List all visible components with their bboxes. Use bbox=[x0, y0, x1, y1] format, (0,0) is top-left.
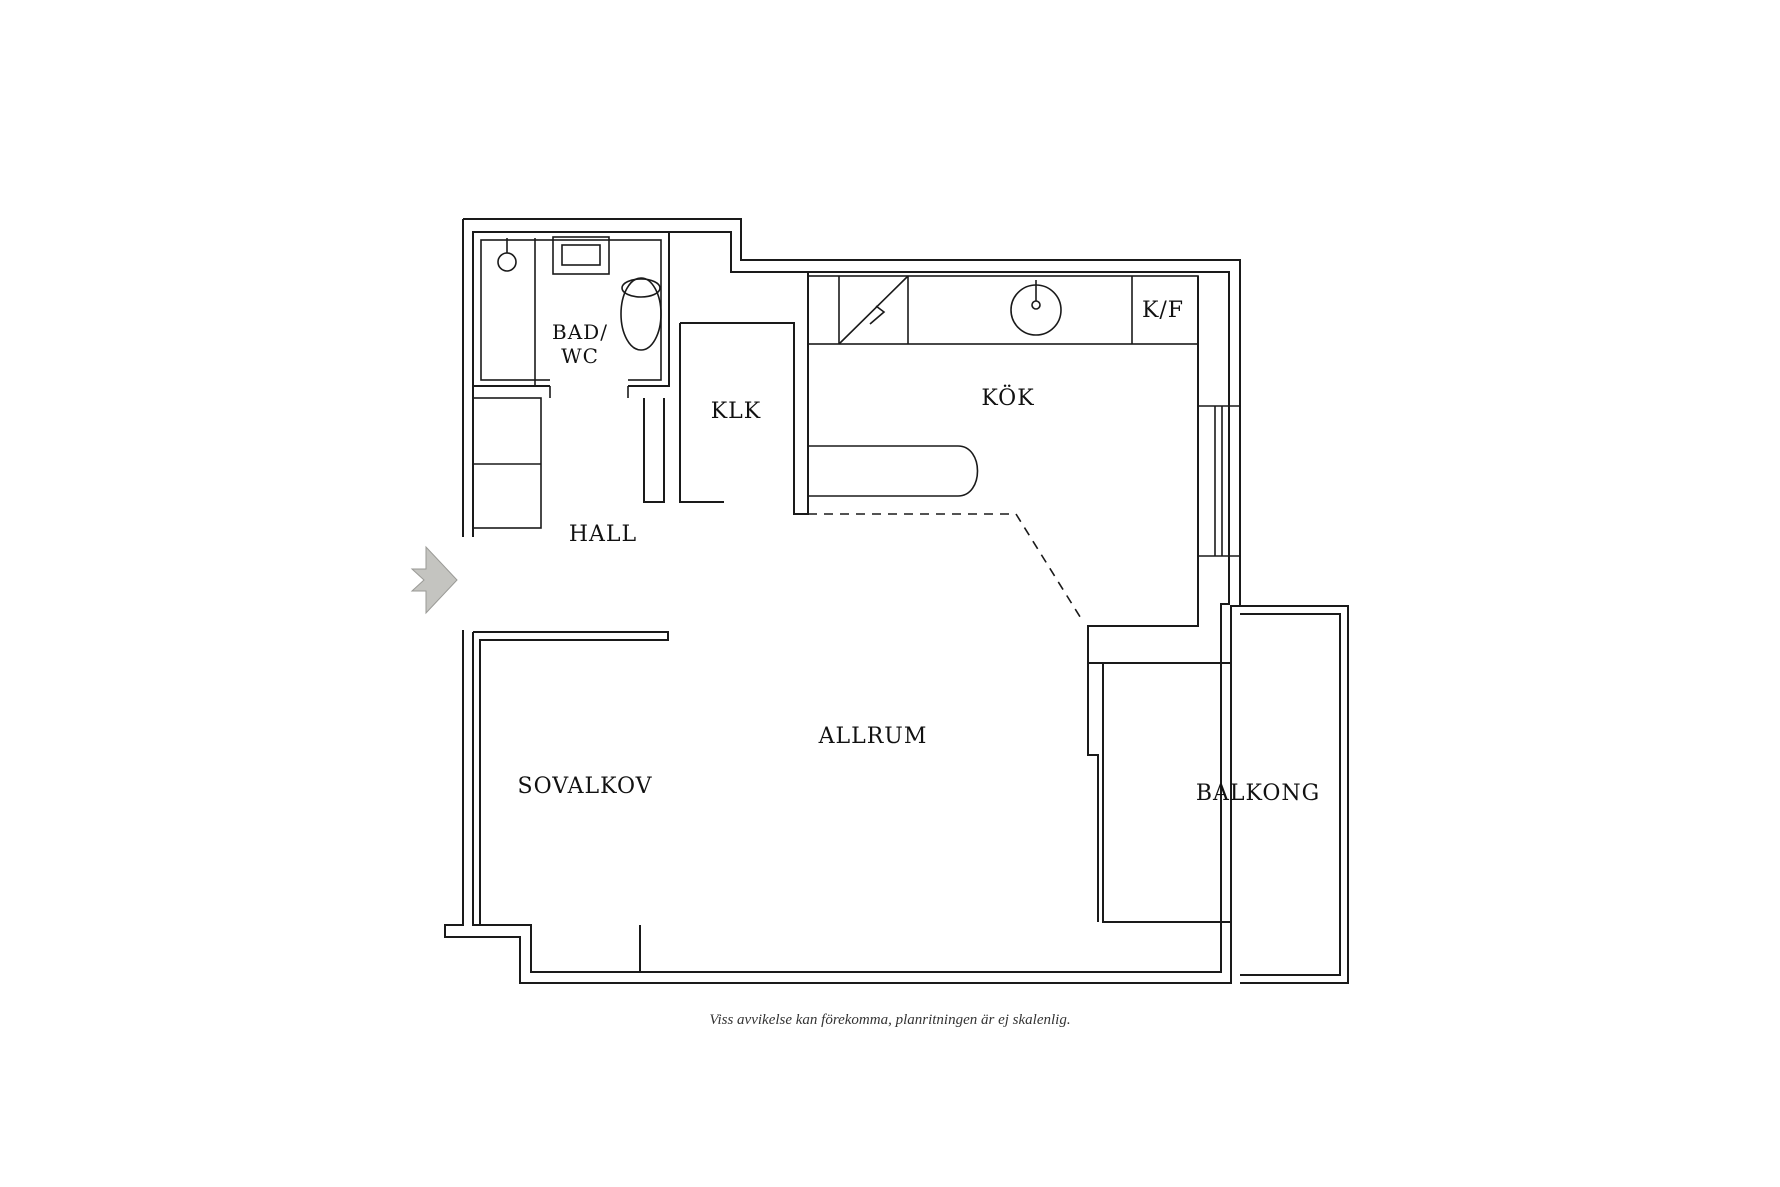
hall-partition bbox=[473, 631, 669, 925]
entrance-arrow-icon bbox=[410, 545, 458, 615]
bad-wc-label-line2: WC bbox=[561, 344, 599, 368]
bad-wc-label-line1: BAD/ bbox=[552, 320, 608, 344]
kitchen-island bbox=[808, 445, 979, 497]
outer-wall-inner bbox=[472, 231, 1230, 973]
allrum-label: ALLRUM bbox=[818, 724, 928, 749]
balcony-rail bbox=[1240, 605, 1349, 984]
kitchen-wall bbox=[1087, 276, 1231, 664]
stove-icon bbox=[838, 275, 909, 345]
balcony-rail-inner bbox=[1240, 613, 1341, 976]
kitchen-counter bbox=[807, 275, 1199, 345]
sink-drain bbox=[1031, 300, 1041, 310]
shower-icon bbox=[497, 252, 517, 272]
washbasin-icon bbox=[552, 236, 610, 275]
toilet-icon bbox=[620, 277, 662, 351]
klk-partition bbox=[643, 398, 665, 503]
klk-label: KLK bbox=[711, 399, 761, 424]
bathroom-door-gap bbox=[550, 378, 628, 392]
toilet-tank bbox=[621, 278, 661, 298]
klk-wall bbox=[679, 272, 809, 515]
balcony-inner-wall bbox=[1102, 663, 1231, 923]
sovalkov-label: SOVALKOV bbox=[518, 774, 653, 799]
kf-label: K/F bbox=[1142, 298, 1184, 323]
balkong-label: BALKONG bbox=[1196, 781, 1320, 806]
kitchen-boundary bbox=[808, 513, 1083, 621]
scale-disclaimer: Viss avvikelse kan förekomma, planritnin… bbox=[709, 1012, 1071, 1028]
washbasin-bowl bbox=[561, 244, 601, 266]
allrum-wall bbox=[1087, 663, 1099, 922]
outer-wall bbox=[444, 218, 1241, 984]
hall-wardrobe bbox=[472, 397, 542, 529]
kitchen-window bbox=[1198, 405, 1240, 557]
kok-label: KÖK bbox=[981, 384, 1034, 411]
hall-label: HALL bbox=[569, 522, 637, 547]
